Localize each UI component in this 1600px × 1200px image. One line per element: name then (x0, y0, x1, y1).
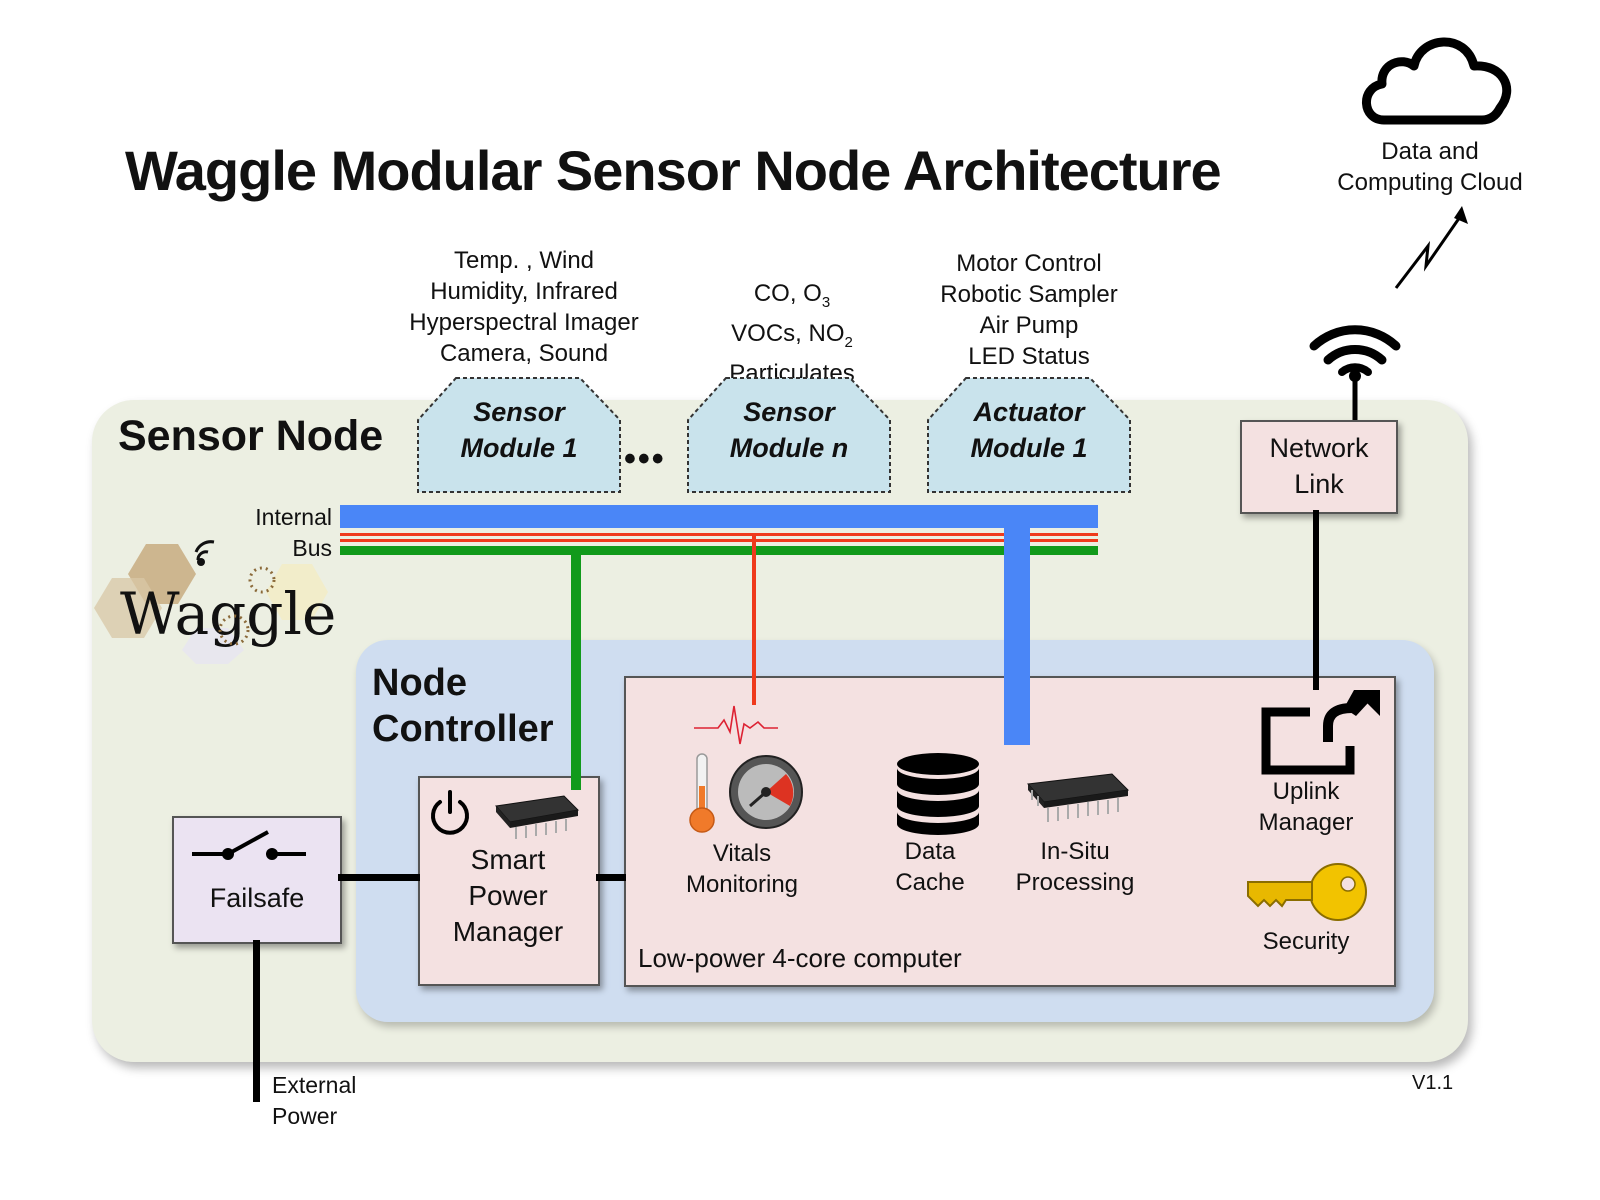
internal-bus-label: Internal Bus (255, 504, 332, 561)
diagram-title: Waggle Modular Sensor Node Architecture (125, 139, 1222, 202)
thermometer-icon (689, 753, 715, 833)
uplink-manager-label: Uplink Manager (1258, 778, 1354, 836)
svg-text:Waggle: Waggle (120, 580, 336, 648)
sensor-module-1-description: Temp. , Wind Humidity, Infrared Hyperspe… (409, 247, 639, 367)
actuator-module-1-label: Actuator Module 1 (970, 397, 1088, 463)
computer-label: Low-power 4-core computer (638, 943, 962, 973)
uplink-icon (1261, 690, 1380, 775)
in-situ-processing-label: In-Situ Processing (1015, 838, 1135, 896)
security-label: Security (1262, 928, 1350, 955)
smart-power-manager-label: Smart Power Manager (452, 844, 564, 947)
chip-icon (495, 795, 580, 839)
key-icon (1247, 863, 1367, 921)
network-link-box[interactable] (1240, 420, 1398, 514)
cloud-icon (1362, 37, 1512, 125)
network-link-label: Network Link (1269, 433, 1369, 499)
heartbeat-icon (694, 705, 778, 745)
power-icon (431, 790, 469, 835)
vitals-monitoring-label: Vitals Monitoring (685, 840, 799, 898)
external-power-label: External Power (272, 1072, 357, 1129)
waggle-logo: Waggle (94, 540, 336, 664)
sensor-module-1-shape[interactable] (416, 376, 622, 494)
sensor-module-n-label: Sensor Module n (729, 397, 849, 463)
switch-icon (192, 830, 306, 860)
sensor-module-n-shape[interactable] (686, 376, 892, 494)
chip-icon (1026, 773, 1130, 822)
failsafe-label: Failsafe (209, 883, 305, 913)
actuator-module-1-description: Motor Control Robotic Sampler Air Pump L… (940, 250, 1118, 370)
sensor-node-label: Sensor Node (118, 412, 384, 460)
gauge-icon (729, 755, 803, 829)
data-cache-label: Data Cache (895, 838, 965, 896)
database-icon (897, 753, 979, 835)
actuator-module-1-shape[interactable] (926, 376, 1132, 494)
wifi-icon (1309, 325, 1401, 422)
cloud-label: Data and Computing Cloud (1337, 138, 1523, 196)
node-controller-label: Node Controller (372, 662, 554, 750)
ellipsis: ••• (624, 440, 666, 478)
wireless-uplink-arrow (1394, 206, 1468, 289)
version-label: V1.1 (1412, 1072, 1454, 1094)
sensor-module-1-label: Sensor Module 1 (460, 397, 578, 463)
